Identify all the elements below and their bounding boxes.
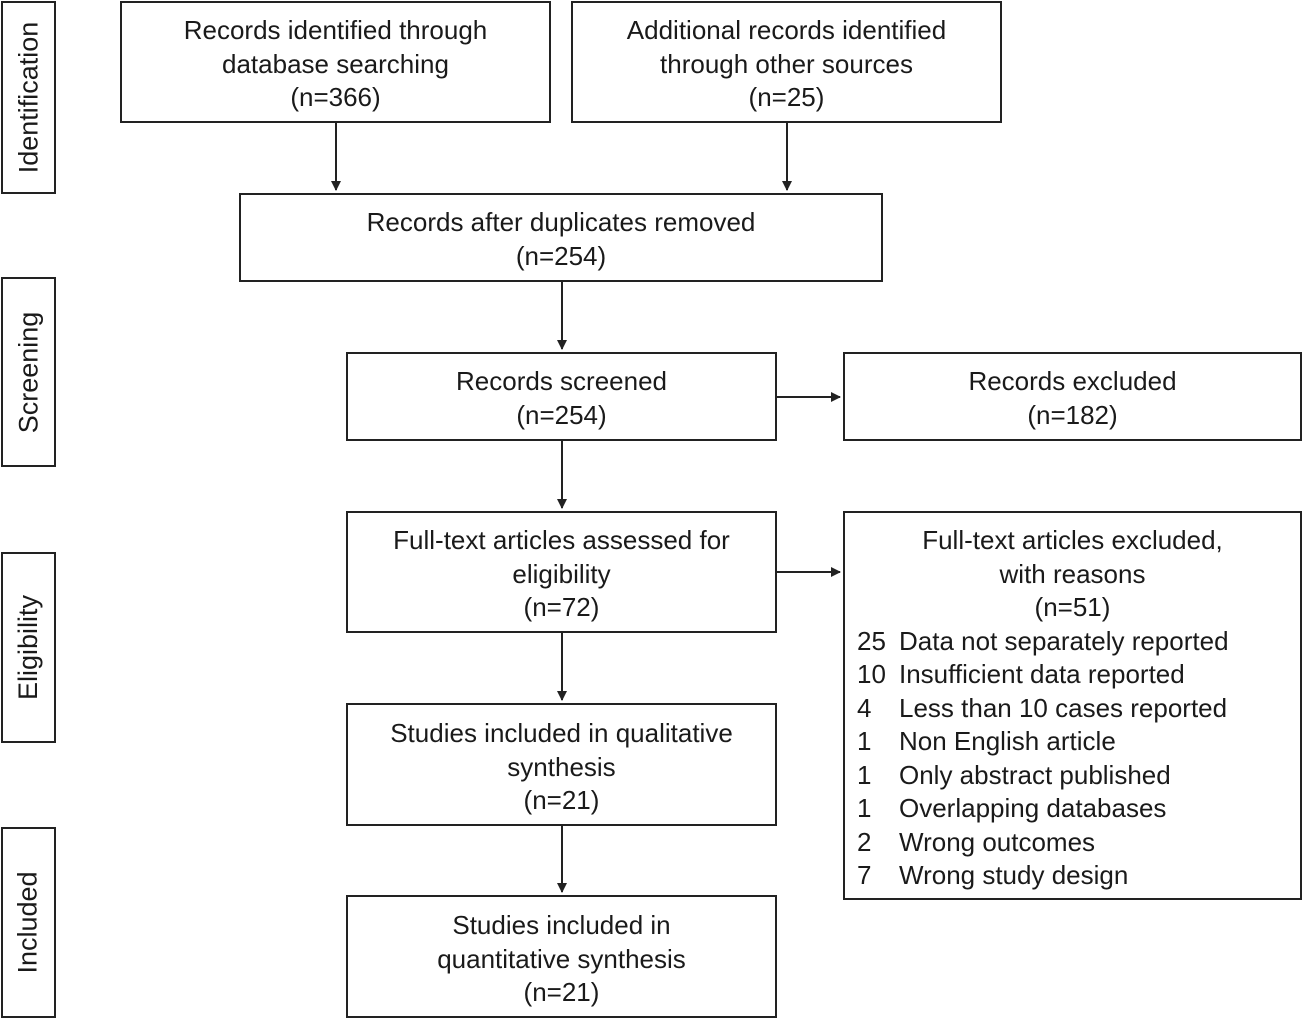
exclusion-reasons-list: 25 Data not separately reported 10 Insuf…	[845, 625, 1300, 893]
stage-screening: Screening	[1, 277, 56, 467]
box-records-excluded: Records excluded (n=182)	[843, 352, 1302, 441]
box-fulltext-assessed-count: (n=72)	[523, 592, 600, 622]
stage-included: Included	[1, 827, 56, 1018]
box-records-screened: Records screened (n=254)	[346, 352, 777, 441]
exclusion-reason: 1 Overlapping databases	[857, 792, 1300, 826]
exclusion-reason-count: 10	[857, 659, 886, 689]
exclusion-reason-count: 1	[857, 759, 872, 790]
exclusion-reason-count: 1	[857, 726, 872, 756]
exclusion-reason: 7 Wrong study design	[857, 859, 1300, 893]
exclusion-reason-label: Less than 10 cases reported	[899, 692, 1228, 723]
box-duplicates-removed-line1: Records after duplicates removed	[366, 207, 756, 237]
box-fulltext-excluded: Full-text articles excluded, with reason…	[843, 511, 1302, 900]
box-fulltext-assessed: Full-text articles assessed for eligibil…	[346, 511, 777, 633]
box-quantitative-synthesis: Studies included in quantitative synthes…	[346, 895, 777, 1018]
box-qualitative-synthesis-line2: synthesis	[507, 751, 616, 782]
box-fulltext-excluded-count: (n=51)	[1034, 592, 1111, 622]
box-other-sources-count: (n=25)	[748, 82, 825, 112]
box-records-screened-count: (n=254)	[516, 399, 607, 430]
exclusion-reason-label: Wrong study design	[899, 860, 1129, 890]
exclusion-reason-label: Non English article	[899, 726, 1116, 756]
box-records-excluded-line1: Records excluded	[968, 366, 1177, 396]
exclusion-reason: 2 Wrong outcomes	[857, 826, 1300, 860]
box-other-sources-line1: Additional records identified	[626, 15, 947, 45]
box-duplicates-removed: Records after duplicates removed (n=254)	[239, 193, 883, 282]
box-fulltext-assessed-line2: eligibility	[512, 558, 611, 589]
box-database-search: Records identified through database sear…	[120, 1, 551, 123]
exclusion-reason: 1 Non English article	[857, 725, 1300, 759]
exclusion-reason-label: Overlapping databases	[899, 793, 1167, 823]
box-other-sources: Additional records identified through ot…	[571, 1, 1002, 123]
exclusion-reason: 25 Data not separately reported	[857, 625, 1300, 659]
exclusion-reason-count: 1	[857, 793, 872, 823]
box-qualitative-synthesis-line1: Studies included in qualitative	[390, 718, 733, 748]
exclusion-reason: 1 Only abstract published	[857, 759, 1300, 793]
box-fulltext-excluded-line2: with reasons	[999, 558, 1146, 589]
box-database-search-count: (n=366)	[290, 82, 381, 112]
box-records-screened-line1: Records screened	[456, 366, 667, 396]
box-other-sources-line2: through other sources	[660, 48, 913, 79]
box-duplicates-removed-count: (n=254)	[515, 240, 607, 271]
exclusion-reason-count: 7	[857, 860, 872, 890]
exclusion-reason-count: 4	[857, 692, 872, 723]
exclusion-reason-count: 25	[857, 625, 886, 656]
exclusion-reason: 10 Insufficient data reported	[857, 658, 1300, 692]
box-quantitative-synthesis-line1: Studies included in	[452, 910, 671, 940]
box-qualitative-synthesis: Studies included in qualitative synthesi…	[346, 703, 777, 826]
box-quantitative-synthesis-count: (n=21)	[523, 977, 600, 1007]
exclusion-reason-label: Wrong outcomes	[899, 826, 1096, 857]
box-qualitative-synthesis-count: (n=21)	[523, 785, 600, 815]
exclusion-reason-count: 2	[857, 826, 872, 857]
box-database-search-line2: database searching	[222, 48, 449, 79]
box-records-excluded-count: (n=182)	[1027, 399, 1118, 430]
box-quantitative-synthesis-line2: quantitative synthesis	[437, 943, 686, 974]
stage-identification: Identification	[1, 1, 56, 194]
exclusion-reason-label: Only abstract published	[899, 759, 1171, 790]
exclusion-reason-label: Data not separately reported	[899, 625, 1229, 656]
stage-eligibility: Eligibility	[1, 552, 56, 743]
box-database-search-line1: Records identified through	[183, 15, 488, 45]
box-fulltext-excluded-line1: Full-text articles excluded,	[922, 525, 1223, 555]
exclusion-reason: 4 Less than 10 cases reported	[857, 692, 1300, 726]
exclusion-reason-label: Insufficient data reported	[899, 659, 1185, 689]
box-fulltext-assessed-line1: Full-text articles assessed for	[393, 525, 730, 555]
